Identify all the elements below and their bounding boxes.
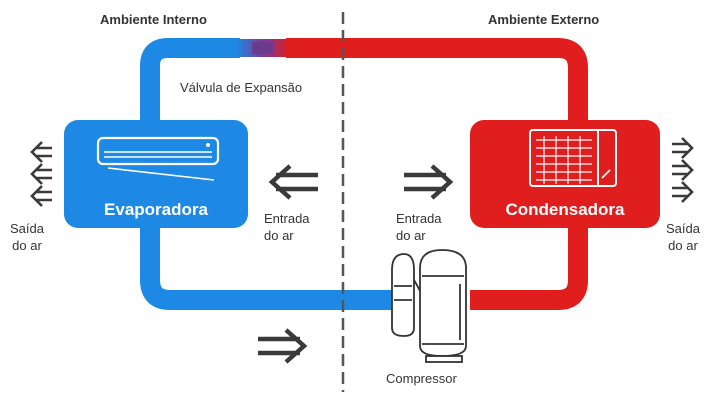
evaporator-title: Evaporadora: [104, 200, 208, 219]
air-out-right-line2: do ar: [668, 238, 698, 253]
indoor-unit-icon: [96, 136, 220, 181]
air-in-left-line1: Entrada: [264, 211, 310, 226]
air-in-left-line2: do ar: [264, 228, 294, 243]
air-in-right-label: Entrada do ar: [396, 210, 442, 244]
hot-pipe: [286, 38, 588, 310]
outdoor-unit-icon: [529, 129, 617, 187]
air-in-left-arrow: [268, 164, 318, 200]
air-in-right-line2: do ar: [396, 228, 426, 243]
air-in-right-arrow: [404, 164, 454, 200]
air-out-left-line1: Saída: [10, 221, 44, 236]
compressor-icon: [391, 249, 467, 363]
air-out-right-arrows: [672, 137, 694, 203]
air-out-left-line2: do ar: [12, 238, 42, 253]
expansion-valve-body: [252, 42, 274, 54]
condenser-title: Condensadora: [505, 200, 625, 219]
air-out-left-label: Saída do ar: [10, 220, 44, 254]
condenser-unit: [470, 120, 660, 228]
air-in-right-line1: Entrada: [396, 211, 442, 226]
internal-environment-label: Ambiente Interno: [100, 12, 207, 27]
air-out-right-line1: Saída: [666, 221, 700, 236]
air-out-left-arrows: [30, 141, 52, 207]
air-in-left-label: Entrada do ar: [264, 210, 310, 244]
compressor-label: Compressor: [386, 371, 457, 386]
air-out-right-label: Saída do ar: [666, 220, 700, 254]
flow-direction-arrow: [258, 328, 308, 364]
expansion-valve-label: Válvula de Expansão: [180, 80, 303, 95]
external-environment-label: Ambiente Externo: [488, 12, 600, 27]
cold-pipe: [140, 38, 392, 310]
